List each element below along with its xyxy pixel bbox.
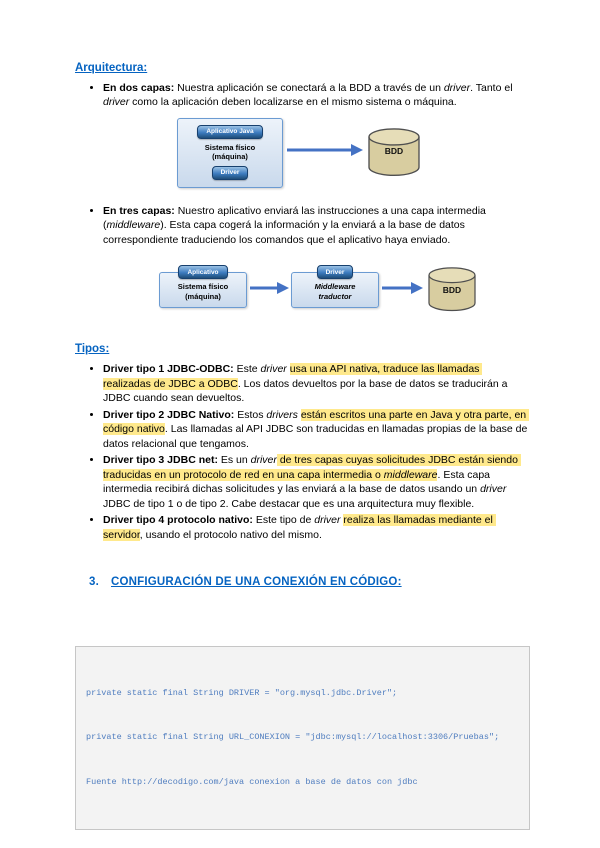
- heading-title: CONFIGURACIÓN DE UNA CONEXIÓN EN CÓDIGO:: [111, 575, 402, 588]
- bullet-item-tres-capas: En tres capas: Nuestro aplicativo enviar…: [103, 204, 530, 247]
- bullet-list-tipos: Driver tipo 1 JDBC-ODBC: Este driver usa…: [75, 362, 530, 542]
- code-line: private static final String DRIVER = "or…: [86, 687, 398, 698]
- system-box-2: Aplicativo Sistema físico (máquina): [159, 265, 247, 309]
- system-label: Sistema físico (máquina): [205, 143, 255, 162]
- three-tier-diagram: Aplicativo Sistema físico (máquina) Driv…: [159, 265, 530, 313]
- heading-arquitectura: Arquitectura:: [75, 62, 148, 74]
- middleware-box: Driver Middleware traductor: [291, 265, 379, 309]
- middleware-driver-shape: Driver: [316, 265, 354, 280]
- arrow-right-icon: [249, 281, 289, 300]
- middleware-line1: Middleware: [314, 282, 356, 292]
- system2-line1: Sistema físico: [177, 282, 229, 292]
- system-line1: Sistema físico: [204, 142, 256, 152]
- arrow-right-icon: [285, 143, 363, 162]
- system-line2: (máquina): [212, 152, 248, 162]
- db-label-2: BDD: [442, 285, 462, 296]
- code-line: private static final String URL_CONEXION…: [86, 732, 500, 743]
- heading-configuracion: 3. CONFIGURACIÓN DE UNA CONEXIÓN EN CÓDI…: [89, 576, 530, 588]
- system2-line2: (máquina): [185, 291, 221, 301]
- two-tier-diagram: Aplicativo Java Sistema físico (máquina)…: [177, 117, 530, 188]
- system-label-2: Sistema físico (máquina): [178, 282, 228, 301]
- bullet-item-dos-capas: En dos capas: Nuestra aplicación se cone…: [103, 81, 530, 110]
- bullet-list-arquitectura-2: En tres capas: Nuestro aplicativo enviar…: [75, 204, 530, 247]
- driver-shape: Driver: [211, 165, 249, 180]
- bullet-list-arquitectura: En dos capas: Nuestra aplicación se cone…: [75, 81, 530, 110]
- code-block: private static final String DRIVER = "or…: [75, 645, 530, 830]
- bullet-item-driver-tipo-4: Driver tipo 4 protocolo nativo: Este tip…: [103, 513, 530, 542]
- app-shape: Aplicativo: [178, 265, 228, 280]
- bullet-item-driver-tipo-2: Driver tipo 2 JDBC Nativo: Estos drivers…: [103, 408, 530, 451]
- database-cylinder: BDD: [365, 128, 423, 178]
- arrow-right-icon: [381, 281, 423, 300]
- middleware-line2: traductor: [318, 291, 352, 301]
- bullet-item-driver-tipo-3: Driver tipo 3 JDBC net: Es un driver de …: [103, 453, 530, 511]
- database-cylinder-2: BDD: [425, 267, 479, 313]
- system-box: Aplicativo Java Sistema físico (máquina)…: [177, 117, 283, 188]
- bullet-item-driver-tipo-1: Driver tipo 1 JDBC-ODBC: Este driver usa…: [103, 362, 530, 405]
- heading-tipos: Tipos:: [75, 343, 110, 356]
- heading-number: 3.: [89, 575, 99, 588]
- middleware-label: Middleware traductor: [315, 282, 356, 301]
- db-label: BDD: [384, 145, 404, 156]
- code-line: Fuente http://decodigo.com/java conexion…: [86, 776, 418, 787]
- app-java-shape: Aplicativo Java: [197, 124, 263, 139]
